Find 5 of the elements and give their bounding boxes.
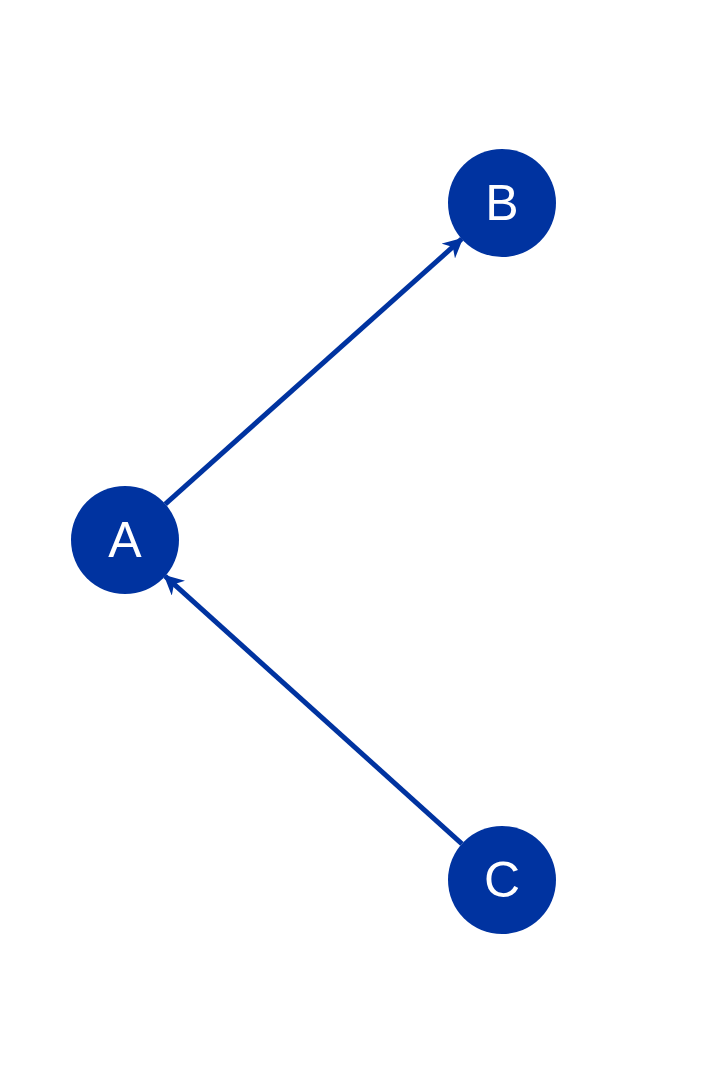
node-label: A (108, 515, 142, 565)
node-label: B (485, 178, 519, 228)
arrow (163, 237, 464, 506)
arrow (163, 574, 464, 846)
node-label: C (483, 855, 521, 905)
